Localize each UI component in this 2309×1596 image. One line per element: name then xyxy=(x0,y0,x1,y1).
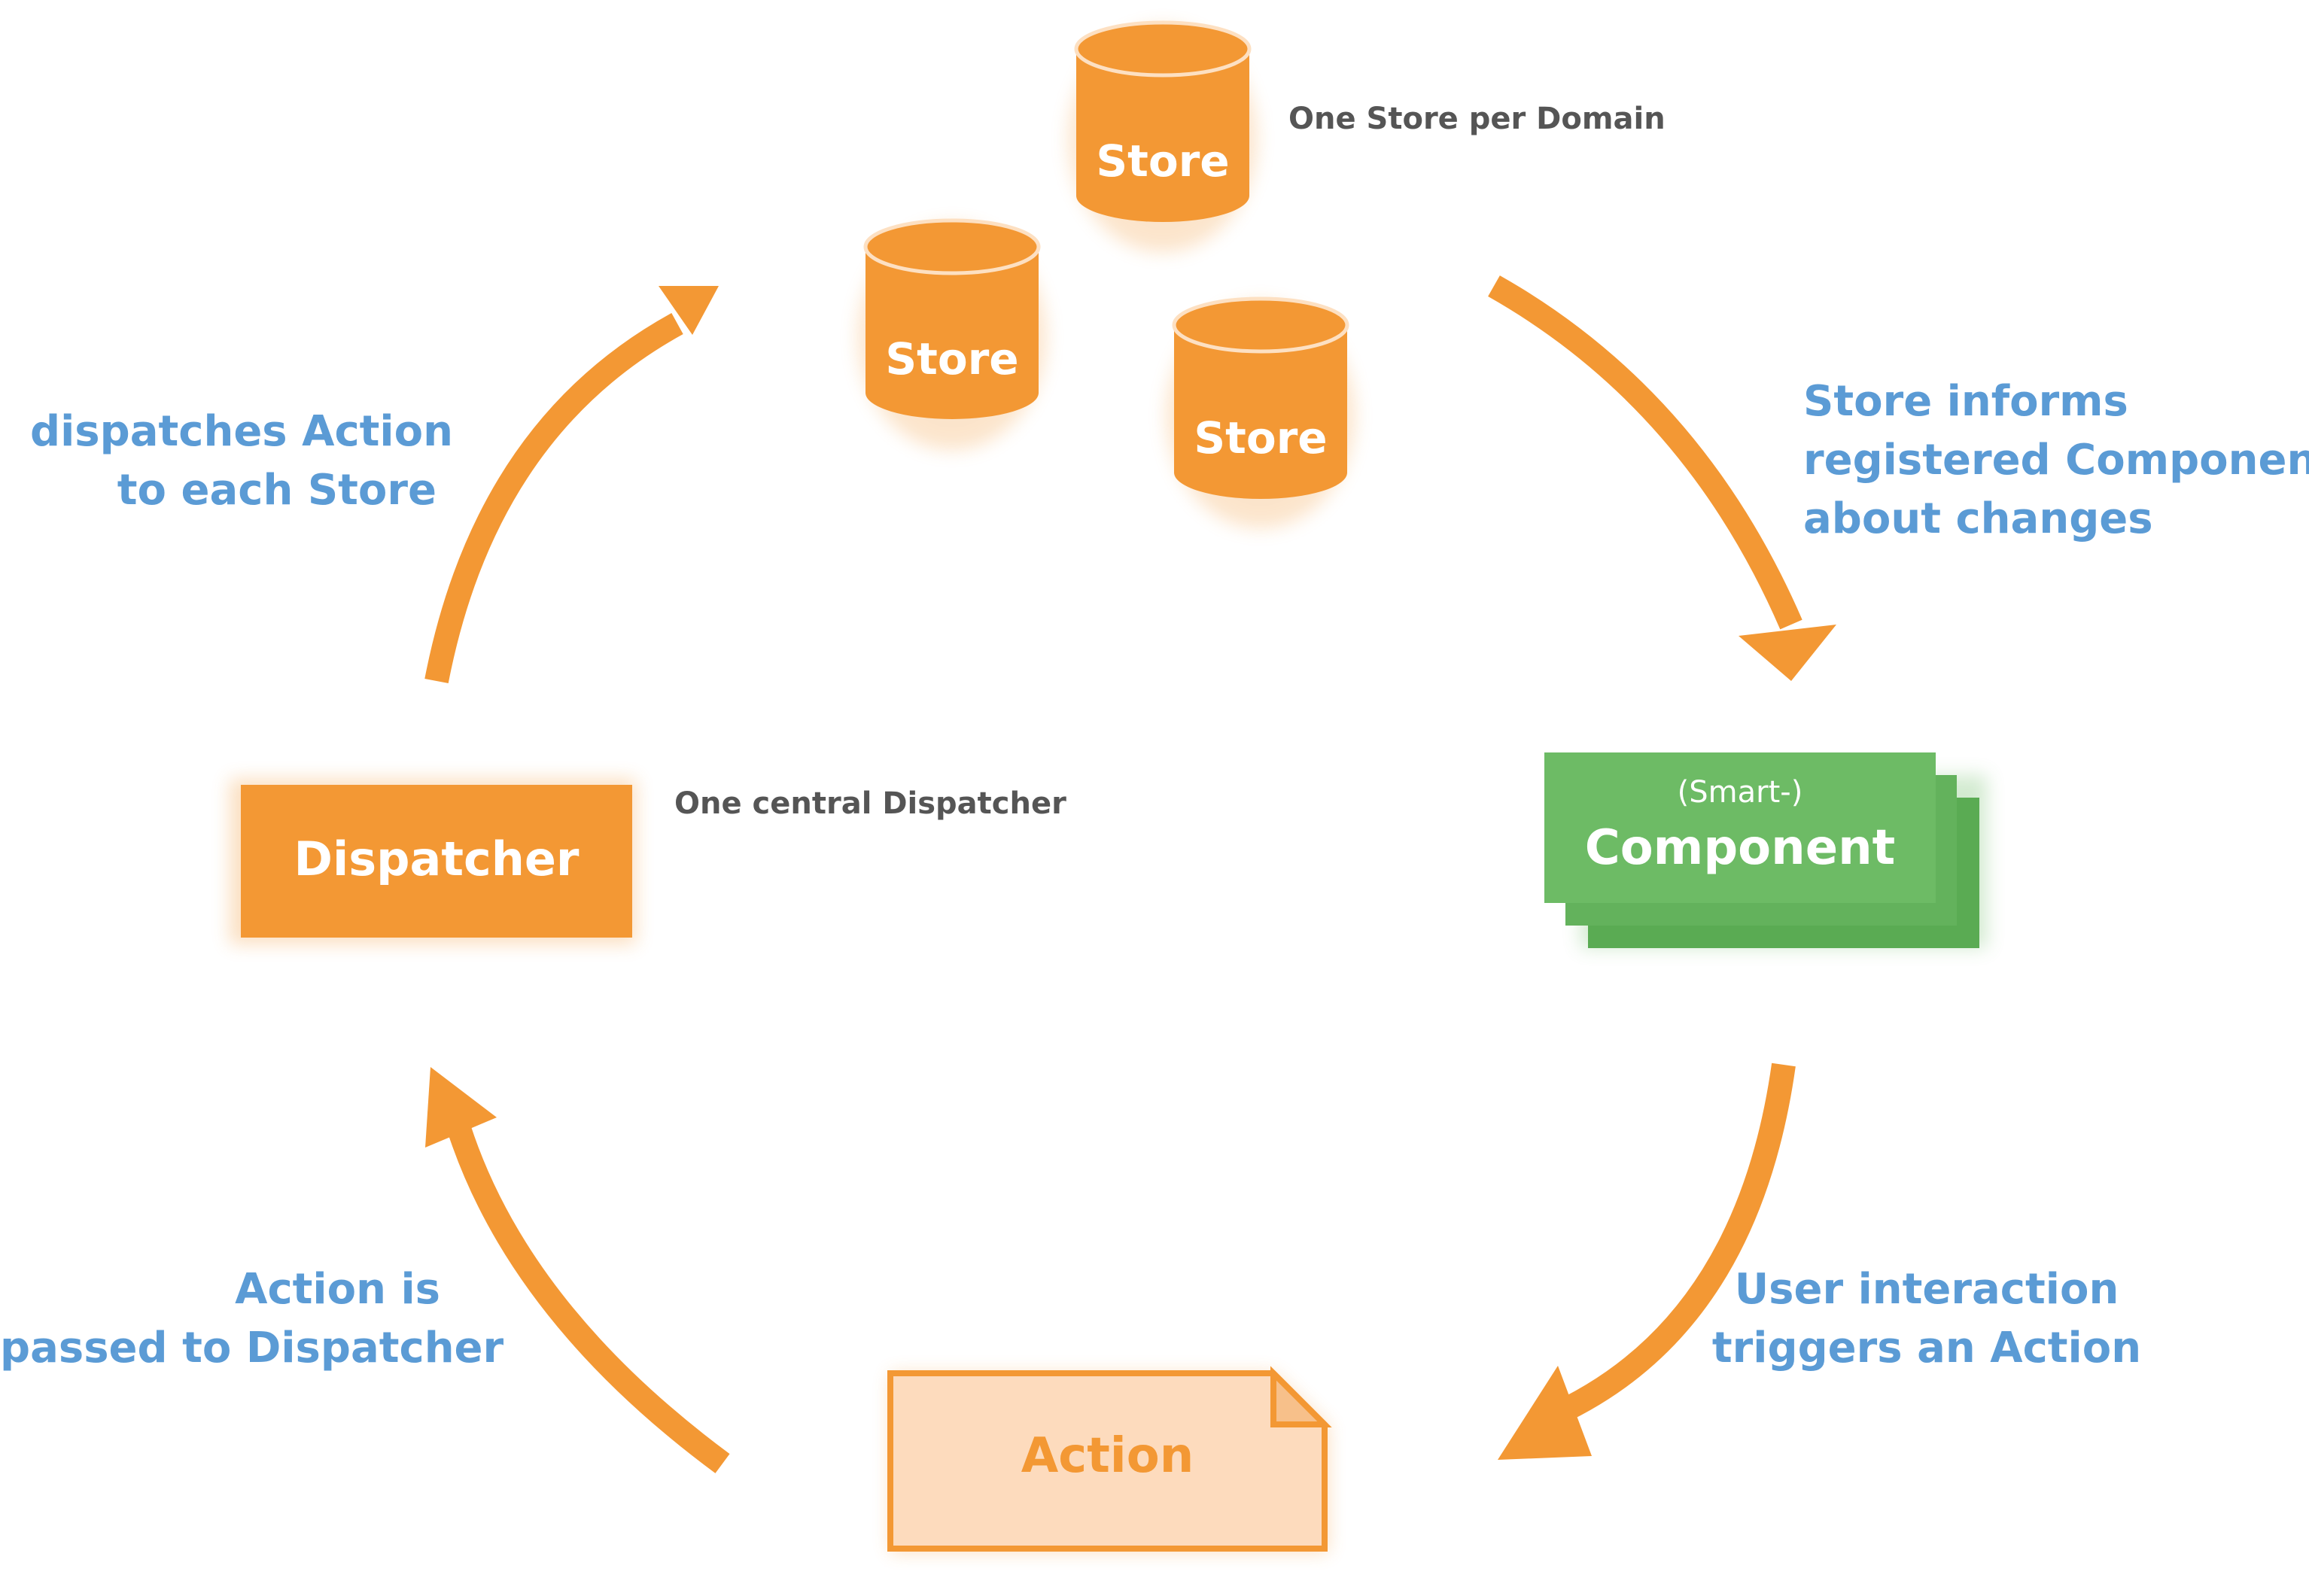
edge-label-component-to-action: User interaction triggers an Action xyxy=(1708,1260,2145,1378)
edge-label-line: triggers an Action xyxy=(1711,1324,2142,1373)
dispatcher-box xyxy=(230,779,636,944)
component-prefix: (Smart-) xyxy=(1677,775,1803,810)
edge-label-line: registered Components xyxy=(1803,436,2309,485)
store-cylinder-right xyxy=(1167,296,1355,528)
action-label: Action xyxy=(1021,1428,1194,1484)
edge-label-line: dispatches Action xyxy=(30,407,453,456)
component-label: Component xyxy=(1584,820,1896,876)
edge-label-line: User interaction xyxy=(1734,1265,2119,1314)
component-stack xyxy=(1544,752,1987,948)
arrow-component-to-action xyxy=(1498,1062,1796,1460)
edge-label-line: passed to Dispatcher xyxy=(0,1324,504,1373)
edge-label-line: Action is xyxy=(235,1265,440,1314)
action-document xyxy=(887,1366,1332,1552)
store-note: One Store per Domain xyxy=(1288,102,1666,136)
store-cylinder-left xyxy=(858,218,1046,450)
dispatcher-label: Dispatcher xyxy=(294,831,580,886)
arrow-dispatcher-to-store xyxy=(424,286,719,684)
arrow-action-to-dispatcher xyxy=(425,1067,730,1473)
edge-label-line: about changes xyxy=(1803,494,2153,543)
store-cylinder-top xyxy=(1069,20,1257,252)
store-label-right: Store xyxy=(1194,412,1328,464)
edge-label-store-to-component: Store informs registered Components abou… xyxy=(1803,372,2309,549)
store-label-left: Store xyxy=(885,333,1019,385)
arrow-store-to-component xyxy=(1488,275,1836,681)
store-label-top: Store xyxy=(1096,135,1230,187)
edge-label-dispatcher-to-store: dispatches Action to each Store xyxy=(30,403,453,520)
edge-label-action-to-dispatcher: Action is passed to Dispatcher xyxy=(0,1260,504,1378)
edge-label-line: to each Store xyxy=(117,466,437,515)
dispatcher-note: One central Dispatcher xyxy=(674,786,1066,821)
edge-label-line: Store informs xyxy=(1803,377,2128,426)
